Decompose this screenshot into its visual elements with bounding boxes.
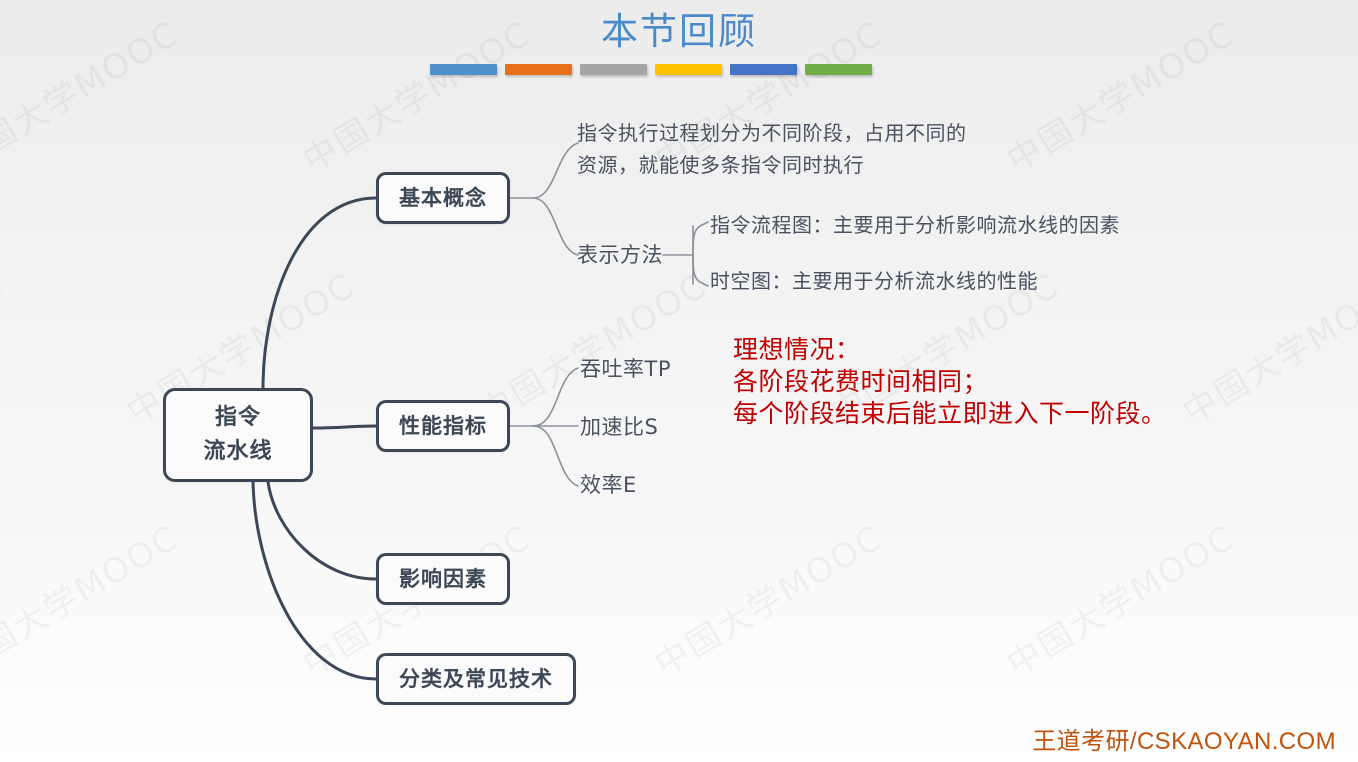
leaf-concept-description: 指令执行过程划分为不同阶段，占用不同的 资源，就能使多条指令同时执行 xyxy=(577,121,967,177)
edge-method-to-spacetime xyxy=(692,254,709,287)
edge-basic-to-description xyxy=(532,142,579,199)
leaf-representation-method[interactable]: 表示方法 xyxy=(577,243,663,267)
node-performance-metrics[interactable]: 性能指标 xyxy=(376,400,510,452)
title-accent-bar-yellow xyxy=(655,64,722,75)
annotation-ideal-case: 理想情况： 各阶段花费时间相同； 每个阶段结束后能立即进入下一阶段。 xyxy=(733,335,1167,428)
title-accent-bar-blue-dark xyxy=(730,64,797,75)
leaf-throughput: 吞吐率TP xyxy=(580,357,671,381)
title-accent-bar-gray xyxy=(580,64,647,75)
node-root-label: 指令 流水线 xyxy=(203,405,273,464)
leaf-space-time-chart: 时空图：主要用于分析流水线的性能 xyxy=(710,269,1038,293)
node-influencing-factors[interactable]: 影响因素 xyxy=(376,553,510,605)
page-title: 本节回顾 xyxy=(601,10,757,53)
title-block: 本节回顾 xyxy=(0,0,1358,58)
title-accent-bar-orange xyxy=(505,64,572,75)
footer-brand: 王道考研/CSKAOYAN.COM xyxy=(1032,728,1336,755)
edge-performance-to-efficiency xyxy=(532,425,579,487)
edge-method-to-flowchart xyxy=(692,221,709,256)
leaf-speedup: 加速比S xyxy=(580,415,659,439)
node-performance-metrics-label: 性能指标 xyxy=(399,414,487,438)
edge-root-to-performance xyxy=(311,424,378,430)
leaf-instruction-flow-chart: 指令流程图：主要用于分析影响流水线的因素 xyxy=(710,213,1120,237)
edge-root-to-classification xyxy=(251,480,378,681)
node-basic-concept[interactable]: 基本概念 xyxy=(376,172,510,224)
node-basic-concept-label: 基本概念 xyxy=(399,186,487,210)
title-accent-bar-blue-light xyxy=(430,64,497,75)
edge-root-to-factors xyxy=(266,480,378,581)
edge-root-to-basic-concept xyxy=(261,196,378,390)
leaf-efficiency: 效率E xyxy=(580,473,637,497)
edge-basic-to-method xyxy=(532,197,579,256)
node-classification-techniques-label: 分类及常见技术 xyxy=(399,667,553,691)
title-accent-bars xyxy=(430,64,872,75)
node-influencing-factors-label: 影响因素 xyxy=(399,567,487,591)
node-root-instruction-pipeline[interactable]: 指令 流水线 xyxy=(163,388,313,482)
edge-performance-to-throughput xyxy=(532,367,579,427)
title-accent-bar-green xyxy=(805,64,872,75)
node-classification-techniques[interactable]: 分类及常见技术 xyxy=(376,653,576,705)
